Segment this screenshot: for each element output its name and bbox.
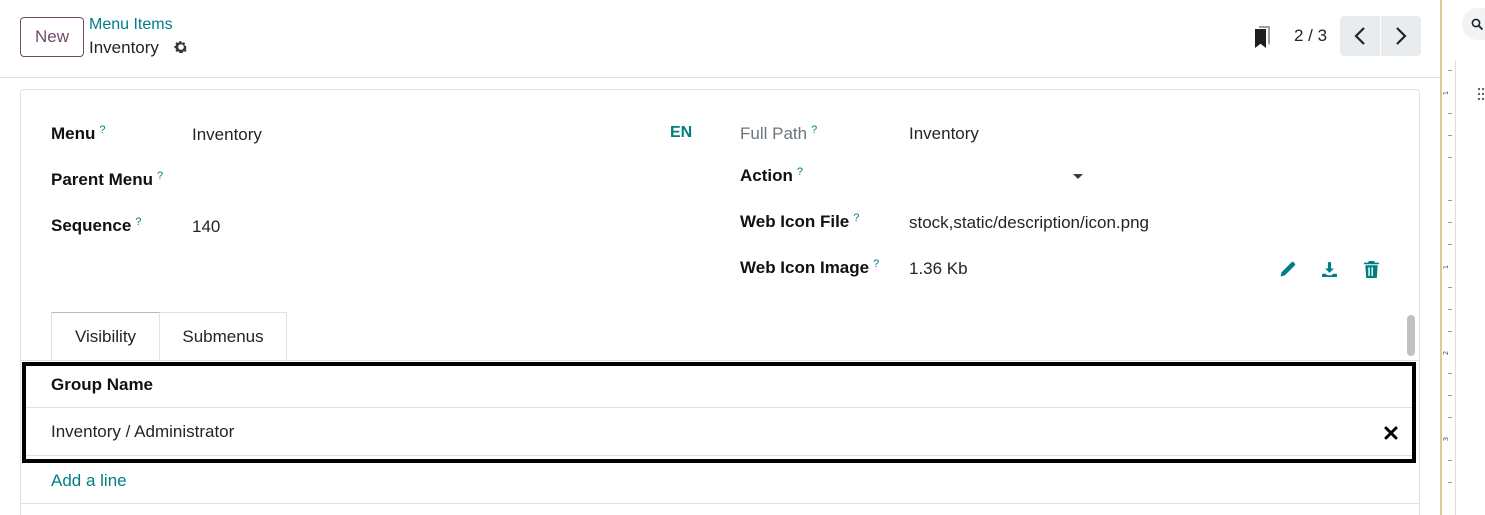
side-search-button[interactable]: [1462, 8, 1485, 40]
pager-previous-button[interactable]: [1340, 16, 1380, 56]
tab-submenus[interactable]: Submenus: [160, 312, 287, 361]
full-path-value: Inventory: [909, 124, 979, 143]
side-pane: [1442, 0, 1485, 515]
vertical-ruler: 1 1 2 3: [1442, 60, 1456, 515]
close-icon[interactable]: [1383, 425, 1399, 441]
control-panel: New Menu Items Inventory 2 / 3: [0, 0, 1440, 78]
add-a-line-link[interactable]: Add a line: [51, 471, 127, 490]
pane-divider[interactable]: [1440, 0, 1442, 515]
ruler-label: 1: [1442, 264, 1451, 270]
table-row[interactable]: Inventory / Administrator: [51, 422, 235, 441]
pager-next-button[interactable]: [1381, 16, 1421, 56]
help-tooltip-icon[interactable]: ?: [873, 258, 880, 270]
web-icon-image-label: Web Icon Image?: [740, 258, 880, 277]
scrollbar-thumb[interactable]: [1407, 315, 1415, 356]
bookmark-icon[interactable]: [1253, 25, 1273, 49]
download-image-button[interactable]: [1319, 259, 1339, 279]
ruler-label: 3: [1442, 436, 1451, 442]
form-sheet: [20, 89, 1420, 515]
help-tooltip-icon[interactable]: ?: [796, 166, 804, 178]
action-select[interactable]: [905, 162, 1085, 190]
menu-field[interactable]: Inventory: [192, 125, 262, 144]
tabs-divider: [21, 360, 1419, 361]
help-tooltip-icon[interactable]: ?: [135, 216, 142, 228]
ruler-label: 2: [1442, 350, 1451, 356]
help-tooltip-icon[interactable]: ?: [157, 170, 164, 182]
breadcrumb-parent-link[interactable]: Menu Items: [89, 16, 173, 33]
chevron-left-icon: [1354, 27, 1365, 45]
column-header-group-name[interactable]: Group Name: [51, 375, 154, 394]
groups-list-highlight: [22, 362, 1416, 463]
help-tooltip-icon[interactable]: ?: [99, 124, 106, 136]
pager-value[interactable]: 2 / 3: [1294, 26, 1328, 45]
drag-handle-icon[interactable]: [1477, 87, 1485, 101]
new-button[interactable]: New: [20, 17, 84, 57]
list-footer-divider: [21, 503, 1419, 504]
web-icon-file-field[interactable]: stock,static/description/icon.png: [909, 213, 1150, 232]
language-badge[interactable]: EN: [670, 124, 693, 141]
trash-icon: [1363, 260, 1379, 278]
pencil-icon: [1280, 261, 1295, 276]
list-row-divider: [26, 455, 1412, 456]
full-path-label: Full Path?: [740, 124, 818, 143]
web-icon-file-label: Web Icon File?: [740, 212, 860, 231]
ruler-label: 1: [1442, 90, 1451, 96]
help-tooltip-icon[interactable]: ?: [853, 212, 860, 224]
parent-menu-field[interactable]: [192, 166, 662, 194]
caret-down-icon[interactable]: [1073, 174, 1083, 179]
list-header-divider: [26, 407, 1412, 408]
download-icon: [1321, 261, 1337, 277]
search-icon: [1471, 18, 1483, 30]
edit-image-button[interactable]: [1277, 259, 1297, 279]
tab-visibility[interactable]: Visibility: [51, 312, 160, 361]
breadcrumb-current: Inventory: [89, 38, 159, 57]
chevron-right-icon: [1396, 27, 1407, 45]
help-tooltip-icon[interactable]: ?: [811, 124, 818, 136]
delete-image-button[interactable]: [1361, 259, 1381, 279]
gear-icon[interactable]: [173, 39, 189, 55]
sequence-label: Sequence?: [51, 216, 142, 235]
parent-menu-label: Parent Menu?: [51, 170, 164, 189]
menu-label: Menu?: [51, 124, 106, 143]
action-label: Action?: [740, 166, 804, 185]
sequence-field[interactable]: 140: [192, 217, 221, 236]
web-icon-image-size: 1.36 Kb: [909, 259, 968, 278]
